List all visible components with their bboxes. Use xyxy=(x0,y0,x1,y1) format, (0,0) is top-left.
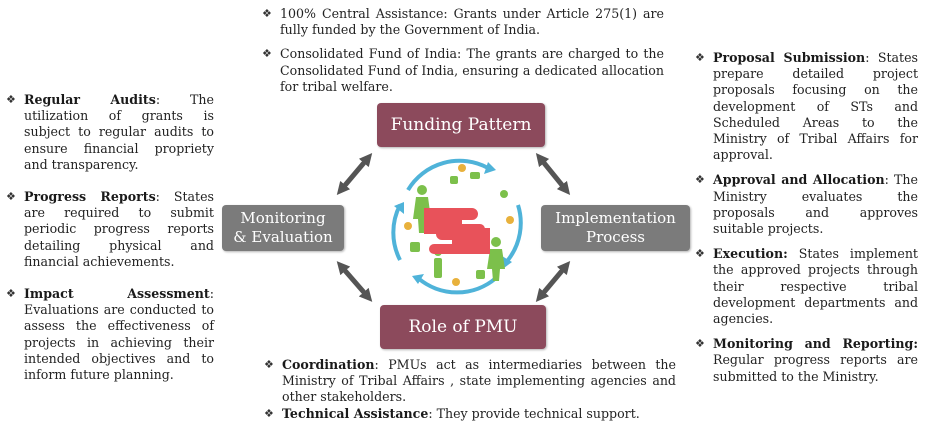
implementation-item: ❖ Proposal Submission: States prepare de… xyxy=(695,50,918,163)
diamond-bullet-icon: ❖ xyxy=(695,173,705,187)
pmu-details: ❖ Coordination: PMUs act as intermediari… xyxy=(262,357,676,422)
helping-hands-icon xyxy=(391,158,523,295)
diamond-bullet-icon: ❖ xyxy=(262,7,272,20)
monitoring-item: ❖ Regular Audits: The utilization of gra… xyxy=(6,92,214,172)
implementation-item: ❖ Approval and Allocation: The Ministry … xyxy=(695,172,918,237)
implementation-item: ❖ Execution: States implement the approv… xyxy=(695,246,918,327)
diamond-bullet-icon: ❖ xyxy=(6,190,16,204)
arrow-funding-implementation xyxy=(535,152,571,196)
monitoring-item: ❖ Progress Reports: States are required … xyxy=(6,189,215,269)
implementation-details: ❖ Proposal Submission: States prepare de… xyxy=(693,50,918,385)
diamond-bullet-icon: ❖ xyxy=(695,337,705,351)
diamond-bullet-icon: ❖ xyxy=(6,287,16,301)
funding-item: ❖ 100% Central Assistance: Grants under … xyxy=(262,6,664,38)
arrow-funding-monitoring xyxy=(336,153,373,195)
diamond-bullet-icon: ❖ xyxy=(695,51,705,64)
arrow-implementation-pmu xyxy=(535,261,571,302)
pmu-item: ❖ Technical Assistance: They provide tec… xyxy=(264,405,640,421)
funding-details: ❖ 100% Central Assistance: Grants under … xyxy=(260,6,664,95)
diamond-bullet-icon: ❖ xyxy=(264,406,274,420)
funding-item: ❖ Consolidated Fund of India: The grants… xyxy=(262,46,664,94)
monitoring-details: ❖ Regular Audits: The utilization of gra… xyxy=(4,92,214,383)
role-of-pmu-node: Role of PMU xyxy=(380,305,546,349)
people-icon xyxy=(410,172,508,281)
implementation-item: ❖ Monitoring and Reporting: Regular prog… xyxy=(695,336,918,384)
arrow-monitoring-pmu xyxy=(336,261,373,302)
funding-pattern-node: Funding Pattern xyxy=(377,103,545,147)
pmu-item: ❖ Coordination: PMUs act as intermediari… xyxy=(264,357,676,405)
monitoring-item: ❖ Impact Assessment: Evaluations are con… xyxy=(6,286,214,383)
diamond-bullet-icon: ❖ xyxy=(262,47,272,61)
recycle-arrows-icon xyxy=(391,158,523,295)
diamond-bullet-icon: ❖ xyxy=(6,93,16,106)
monitoring-evaluation-node: Monitoring & Evaluation xyxy=(222,205,344,251)
diamond-bullet-icon: ❖ xyxy=(264,358,274,371)
diamond-bullet-icon: ❖ xyxy=(695,247,705,261)
implementation-process-node: Implementation Process xyxy=(541,205,690,251)
